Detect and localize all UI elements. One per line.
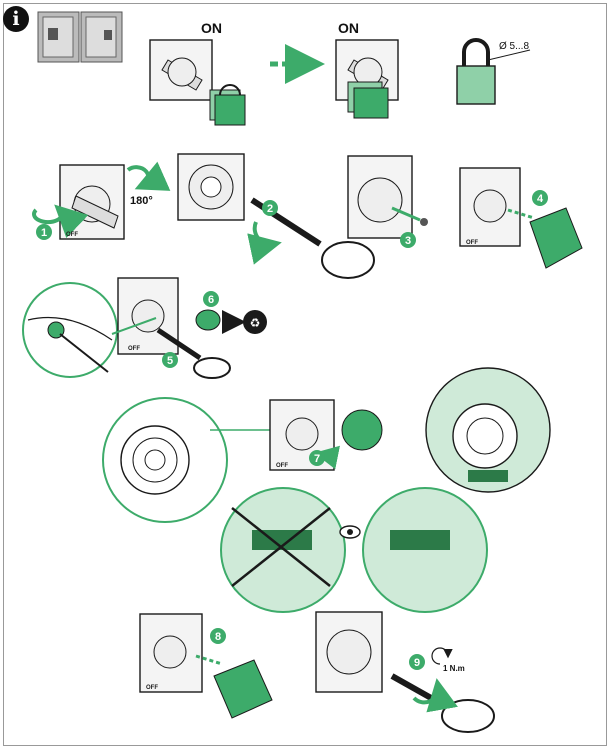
step-badge-2: 2 — [262, 200, 278, 216]
off-label-5: OFF — [146, 685, 158, 691]
svg-text:4: 4 — [537, 193, 544, 205]
step-badge-4: 4 — [532, 190, 548, 206]
zoom-circle-wrong-orientation — [220, 487, 346, 613]
rotate-icon — [431, 647, 453, 665]
zoom-circle-gear-right — [425, 367, 551, 493]
handle-padlocked-1 — [149, 39, 246, 126]
mechanism-tighten-step — [315, 611, 495, 733]
off-label-3: OFF — [276, 463, 288, 469]
off-label-1: OFF — [66, 232, 78, 238]
eye-icon — [339, 525, 361, 539]
svg-text:8: 8 — [215, 631, 221, 643]
on-label-left: ON — [201, 20, 222, 36]
zoom-circle-correct-orientation — [362, 487, 488, 613]
padlock-diameter-label: Ø 5...8 — [499, 41, 530, 52]
svg-text:3: 3 — [405, 235, 411, 247]
instruction-frame — [3, 3, 607, 746]
on-label-right: ON — [338, 20, 359, 36]
svg-text:7: 7 — [314, 453, 320, 465]
svg-text:2: 2 — [267, 203, 273, 215]
cover-refit-step — [139, 613, 273, 719]
off-label-4: OFF — [466, 240, 478, 246]
mechanism-unscrew-step — [177, 153, 375, 279]
enclosure-icon — [37, 11, 123, 63]
step-badge-6: 6 — [203, 291, 219, 307]
cover-attach-step — [459, 167, 583, 269]
svg-text:♻: ♻ — [250, 316, 261, 330]
rotation-angle-label: 180° — [130, 195, 153, 207]
handle-rotate-step — [32, 161, 171, 240]
step-badge-5: 5 — [162, 352, 178, 368]
svg-text:9: 9 — [414, 657, 420, 669]
step-badge-3: 3 — [400, 232, 416, 248]
step-badge-7: 7 — [309, 450, 325, 466]
step-badge-8: 8 — [210, 628, 226, 644]
mechanism-plug-removal — [111, 277, 246, 379]
padlock-icon — [456, 38, 531, 105]
step-badge-1: 1 — [36, 224, 52, 240]
step-badge-9: 9 — [409, 654, 425, 670]
svg-text:6: 6 — [208, 294, 214, 306]
zoom-circle-plug — [22, 282, 118, 378]
handle-padlocked-2 — [335, 39, 399, 119]
svg-text:5: 5 — [167, 355, 173, 367]
mechanism-adapter-fit — [269, 399, 383, 471]
mechanism-screw-removed — [347, 155, 428, 239]
torque-label: 1 N.m — [443, 664, 465, 673]
off-label-2: OFF — [128, 346, 140, 352]
recycle-icon: ♻ — [243, 310, 267, 334]
svg-text:1: 1 — [41, 227, 47, 239]
info-icon: i — [3, 6, 29, 32]
